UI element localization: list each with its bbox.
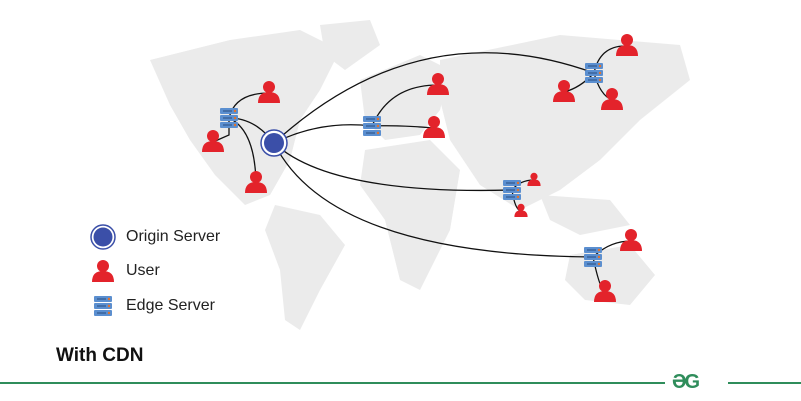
legend-origin-server: Origin Server (90, 224, 221, 250)
footer-divider-left (0, 382, 665, 384)
origin-server-icon (90, 224, 116, 250)
north-america (150, 30, 340, 205)
link-origin-australia (273, 142, 594, 258)
edge-server-north-america (219, 107, 239, 129)
link-origin-india (273, 142, 513, 192)
user-icon (90, 259, 116, 283)
africa (360, 140, 460, 290)
edge-server-india (502, 179, 522, 201)
diagram-title: With CDN (56, 345, 144, 366)
legend-origin-server-label: Origin Server (126, 228, 221, 245)
legend-user-label: User (126, 262, 160, 279)
edge-server-australia (583, 246, 603, 268)
asia (440, 35, 690, 210)
edge-server-icon (90, 294, 116, 318)
legend-edge-server-label: Edge Server (126, 297, 215, 314)
europe (360, 55, 450, 140)
link-origin-eastasia (273, 52, 595, 144)
greenland (320, 20, 380, 70)
gfg-logo: ƏG (672, 371, 700, 393)
origin-server (260, 129, 288, 157)
edge-server-east-asia (584, 62, 604, 84)
southeast-asia (540, 195, 630, 235)
south-america (265, 205, 345, 330)
edge-server-europe (362, 115, 382, 137)
legend-edge-server: Edge Server (90, 294, 215, 318)
footer-divider-right (728, 382, 801, 384)
user-icon (620, 229, 642, 251)
legend-user: User (90, 259, 160, 283)
